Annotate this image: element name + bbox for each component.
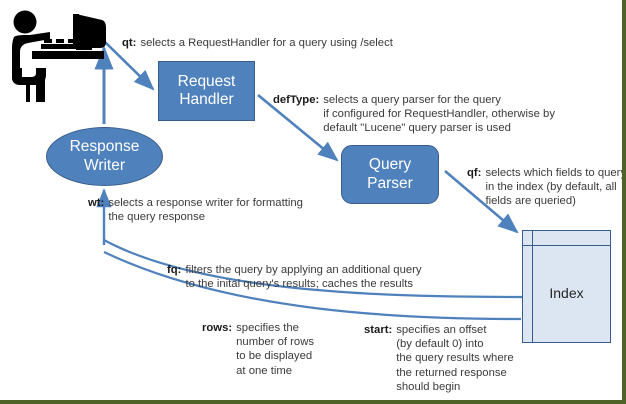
annotation-qt: qt: selects a RequestHandler for a query… [122, 36, 393, 50]
annotation-deftype-line-2: if configured for RequestHandler, otherw… [323, 108, 555, 121]
annotation-wt-line-2: the query response [108, 211, 206, 224]
request-handler-label-line1: Request [177, 72, 236, 90]
annotation-rows-line-3: to be displayed [236, 350, 313, 363]
index-row-divider [523, 245, 610, 246]
annotation-qf-line-1: selects which fields to query [485, 167, 626, 179]
annotation-qf-line-3: fields are queried) [485, 195, 576, 208]
annotation-start-line-2: (by default 0) into [396, 338, 484, 351]
query-parser-label-line2: Parser [367, 174, 413, 192]
annotation-qf: qf: selects which fields to query in the… [467, 166, 626, 209]
annotation-wt: wt: selects a response writer for format… [88, 196, 303, 224]
annotation-deftype-line-3: default "Lucene" query parser is used [323, 122, 511, 135]
annotation-fq-line-1: filters the query by applying an additio… [185, 264, 422, 276]
annotation-fq: fq: filters the query by applying an add… [167, 263, 422, 291]
annotation-wt-key: wt: [88, 197, 105, 209]
annotation-start-line-4: the returned response [396, 366, 507, 379]
annotation-qf-line-2: in the index (by default, all [485, 181, 617, 194]
annotation-start: start: specifies an offset (by default 0… [364, 323, 514, 394]
annotation-rows-line-2: number of rows [236, 336, 314, 349]
annotation-qt-key: qt: [122, 37, 137, 49]
annotation-start-line-5: should begin [396, 380, 461, 393]
node-index[interactable]: Index [522, 230, 611, 343]
request-handler-label-line2: Handler [179, 91, 234, 108]
edge-index-bottom-line [103, 251, 522, 321]
query-parser-label-line1: Query [368, 156, 412, 174]
user-at-computer-icon [12, 10, 106, 102]
annotation-fq-line-2: to the inital query's results; caches th… [185, 278, 414, 291]
annotation-rows-key: rows: [202, 322, 233, 334]
annotation-qf-key: qf: [467, 167, 482, 179]
response-writer-label-line1: Response [69, 138, 140, 156]
edge-query-parser-to-index [444, 170, 519, 234]
node-query-parser[interactable]: Query Parser [341, 145, 439, 204]
annotation-rows-line-4: at one time [236, 364, 293, 377]
node-response-writer[interactable]: Response Writer [46, 127, 163, 186]
index-column-divider [532, 231, 533, 342]
annotation-wt-line-1: selects a response writer for formatting [108, 197, 303, 209]
annotation-start-line-1: specifies an offset [396, 324, 487, 336]
edge-index-to-response-writer [96, 188, 523, 299]
response-writer-label-line2: Writer [83, 156, 126, 174]
annotation-qt-line-1: selects a RequestHandler for a query usi… [140, 37, 393, 49]
annotation-rows: rows: specifies the number of rows to be… [202, 321, 314, 378]
node-request-handler[interactable]: Request Handler [158, 61, 255, 121]
annotation-deftype-key: defType: [273, 94, 320, 106]
index-label: Index [549, 285, 584, 302]
annotation-rows-line-1: specifies the [236, 322, 299, 334]
annotation-deftype-line-1: selects a query parser for the query [323, 94, 501, 106]
edge-request-handler-to-query-parser [257, 93, 339, 162]
annotation-deftype: defType: selects a query parser for the … [273, 93, 555, 136]
annotation-start-key: start: [364, 324, 393, 336]
annotation-start-line-3: the query results where [396, 352, 514, 365]
annotation-fq-key: fq: [167, 264, 182, 276]
